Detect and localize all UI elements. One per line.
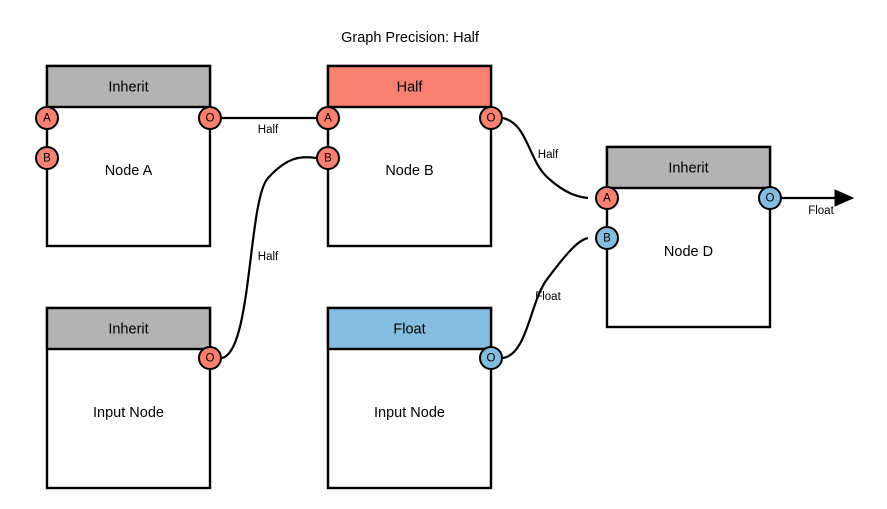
node-header-label: Inherit [108, 322, 148, 338]
port-label: B [603, 233, 611, 245]
node-title: Input Node [374, 405, 445, 421]
edge-line [221, 156, 317, 360]
port-circle[interactable] [595, 226, 619, 250]
page-title: Graph Precision: Half [341, 30, 480, 46]
node-title: Node B [385, 163, 433, 179]
port-circle[interactable] [479, 106, 503, 130]
node-port-input[interactable]: A [35, 106, 59, 130]
node-header[interactable] [45, 306, 212, 351]
node-header-label: Half [397, 80, 424, 96]
edge-label: Half [538, 149, 559, 161]
port-label: O [766, 193, 775, 205]
port-circle[interactable] [595, 186, 619, 210]
node-header[interactable] [326, 306, 493, 351]
node-port-output[interactable]: O [198, 346, 222, 370]
port-label: B [324, 153, 332, 165]
port-label: O [487, 353, 496, 365]
port-circle[interactable] [479, 346, 503, 370]
graph-edge[interactable]: Half [221, 156, 317, 360]
port-circle[interactable] [198, 346, 222, 370]
node-header-label: Float [393, 322, 425, 338]
port-circle[interactable] [198, 106, 222, 130]
node-header[interactable] [605, 145, 772, 190]
node-title: Input Node [93, 405, 164, 421]
node-title: Node A [105, 163, 153, 179]
port-label: O [487, 113, 496, 125]
port-label: A [43, 113, 51, 125]
graph-edge[interactable]: Half [222, 116, 316, 136]
port-circle[interactable] [316, 106, 340, 130]
output-arrow-label: Float [808, 205, 834, 217]
node-port-output[interactable]: O [479, 346, 503, 370]
node-port-input[interactable]: B [316, 146, 340, 170]
node-port-output[interactable]: O [198, 106, 222, 130]
node-port-input[interactable]: B [35, 146, 59, 170]
node-header[interactable] [45, 64, 212, 109]
graph-output-layer: Float [782, 189, 855, 217]
graph-edge[interactable]: Half [502, 116, 589, 200]
edge-label: Float [535, 291, 561, 303]
port-circle[interactable] [35, 146, 59, 170]
edge-label: Half [258, 124, 279, 136]
port-label: A [603, 193, 611, 205]
graph-output-edge[interactable]: Float [782, 189, 855, 217]
edge-label: Half [258, 251, 279, 263]
port-circle[interactable] [35, 106, 59, 130]
port-circle[interactable] [316, 146, 340, 170]
node-port-output[interactable]: O [479, 106, 503, 130]
graph-edge[interactable]: Float [502, 236, 589, 360]
port-label: O [206, 353, 215, 365]
node-header-label: Inherit [668, 161, 708, 177]
node-port-output[interactable]: O [758, 186, 782, 210]
port-label: B [43, 153, 51, 165]
node-header-label: Inherit [108, 80, 148, 96]
port-label: A [324, 113, 332, 125]
node-port-input[interactable]: B [595, 226, 619, 250]
port-circle[interactable] [758, 186, 782, 210]
node-port-input[interactable]: A [595, 186, 619, 210]
node-port-input[interactable]: A [316, 106, 340, 130]
port-label: O [206, 113, 215, 125]
edge-line [502, 116, 589, 200]
node-title: Node D [664, 244, 713, 260]
edge-line [502, 236, 589, 360]
node-header[interactable] [326, 64, 493, 109]
